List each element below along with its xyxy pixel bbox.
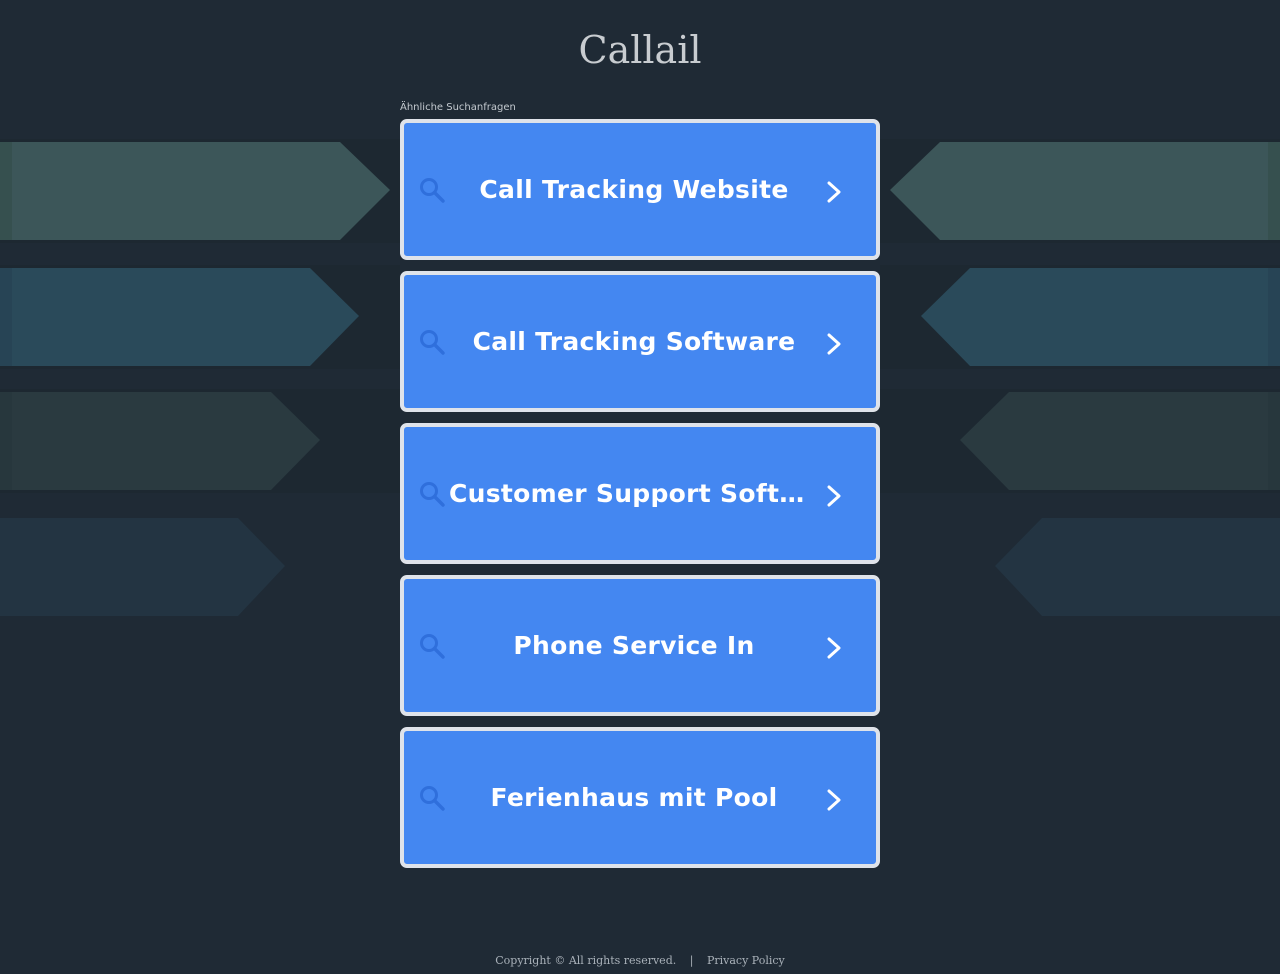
- decor-band-right-3: [880, 389, 1280, 493]
- search-icon: [420, 786, 445, 811]
- footer-separator: |: [689, 954, 694, 967]
- copyright-text: Copyright © All rights reserved.: [495, 954, 677, 967]
- related-searches-label: Ähnliche Suchanfragen: [400, 102, 516, 113]
- search-icon: [420, 330, 445, 355]
- chevron-right-icon: [827, 485, 841, 507]
- related-searches-list: Call Tracking Website Call Tracking Soft…: [400, 119, 880, 879]
- related-search-label: Call Tracking Website: [479, 175, 789, 204]
- related-search-label: Ferienhaus mit Pool: [490, 783, 778, 812]
- decor-band-left-3: [0, 389, 400, 493]
- chevron-right-icon: [827, 333, 841, 355]
- related-search-item[interactable]: Ferienhaus mit Pool: [400, 727, 880, 868]
- search-icon: [420, 634, 445, 659]
- search-icon: [420, 482, 445, 507]
- decor-band-left-2: [0, 265, 400, 369]
- chevron-right-icon: [827, 181, 841, 203]
- related-search-label: Call Tracking Software: [472, 327, 796, 356]
- decor-band-left-1: [0, 139, 400, 243]
- related-search-label: Customer Support Softw...: [449, 479, 819, 508]
- related-search-item[interactable]: Call Tracking Website: [400, 119, 880, 260]
- site-title: Callail: [578, 28, 702, 72]
- related-search-label: Phone Service In: [513, 631, 755, 660]
- decor-band-left-4: [0, 515, 400, 619]
- related-search-item[interactable]: Customer Support Softw...: [400, 423, 880, 564]
- chevron-right-icon: [827, 637, 841, 659]
- decor-band-right-4: [880, 515, 1280, 619]
- chevron-right-icon: [827, 789, 841, 811]
- decor-band-right-1: [880, 139, 1280, 243]
- decor-band-right-2: [880, 265, 1280, 369]
- related-search-item[interactable]: Phone Service In: [400, 575, 880, 716]
- footer: Copyright © All rights reserved. | Priva…: [0, 954, 1280, 967]
- search-icon: [420, 178, 445, 203]
- privacy-policy-link[interactable]: Privacy Policy: [706, 954, 785, 967]
- related-search-item[interactable]: Call Tracking Software: [400, 271, 880, 412]
